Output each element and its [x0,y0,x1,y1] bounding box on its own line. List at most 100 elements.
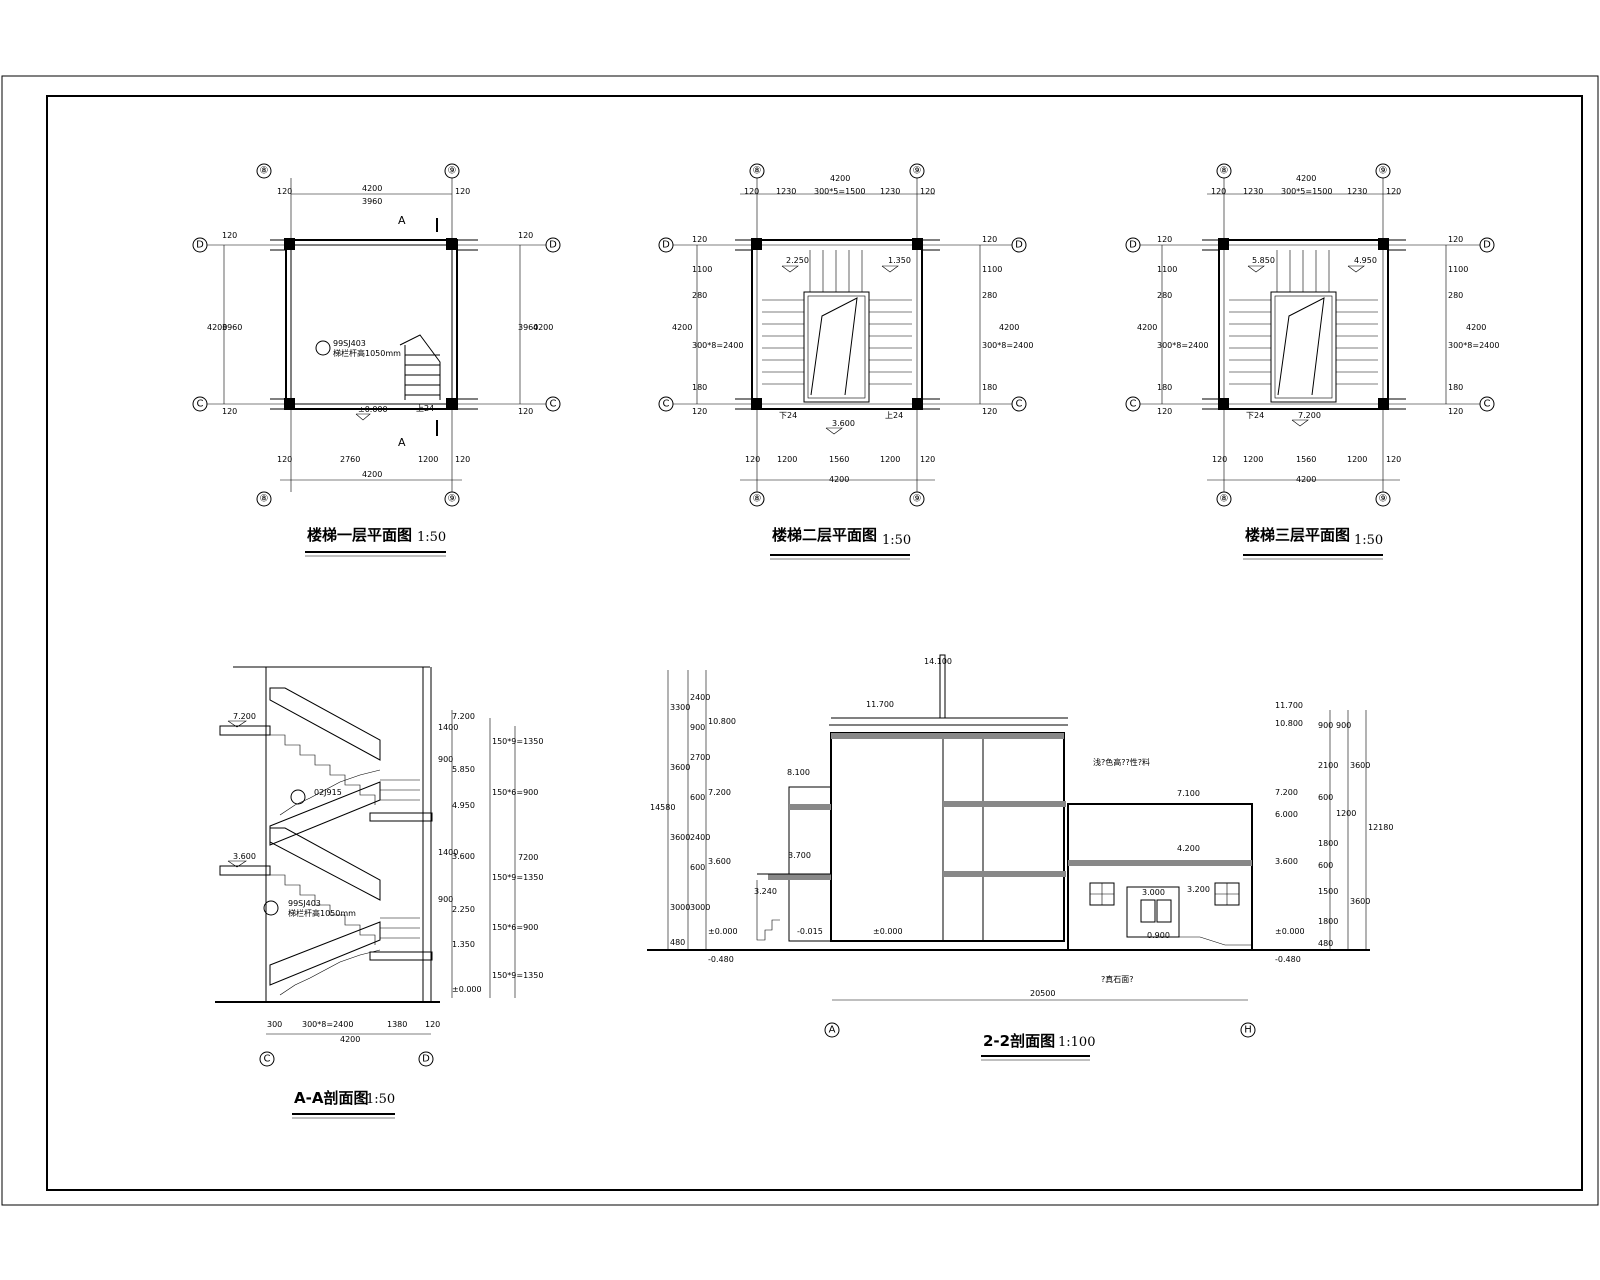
dr1: 900 [1318,721,1333,730]
dim-top-3: 300*5=1500 [1281,187,1332,196]
dl8: 2400 [690,833,710,842]
lb2: 11.700 [866,700,894,709]
axis-bottom-8: ⑧ [260,494,269,505]
stair-up: 上24 [885,411,903,420]
axis-top-9: ⑨ [448,166,457,177]
dim-top-4: 1230 [880,187,900,196]
lb8: 7.100 [1177,789,1200,798]
axis-bottom-9: ⑨ [448,494,457,505]
plan-3-scale: 1:50 [1354,533,1383,548]
plan-1-title: 楼梯一层平面图 [307,526,412,544]
section-22: 3300 2400 900 3600 2700 600 3600 2400 60… [647,654,1393,1061]
dim-r2: 900 [438,755,453,764]
dim-left-5: 180 [1157,383,1172,392]
dim-b4: 120 [425,1020,440,1029]
dl10: 3000 [670,903,690,912]
dim-right-2: 1100 [982,265,1002,274]
lr3: 7.200 [1275,788,1298,797]
dim-right-1: 120 [1448,235,1463,244]
lr6: ±0.000 [1275,927,1305,936]
level-right-7: ±0.000 [452,985,482,994]
dr2: 900 [1336,721,1351,730]
lr1: 11.700 [1275,701,1303,710]
level-left-1: 7.200 [233,712,256,721]
dl4: 3600 [670,763,690,772]
dim-r9: 150*9=1350 [492,971,543,980]
lr7: -0.480 [1275,955,1301,964]
level-right-1: 7.200 [452,712,475,721]
ll1: 10.800 [708,717,736,726]
lb7: ±0.000 [873,927,903,936]
dim-bottom-1: 120 [1212,455,1227,464]
dim-right-5: 180 [982,383,997,392]
axis-top-8: ⑧ [260,166,269,177]
ll4: ±0.000 [708,927,738,936]
dr5: 600 [1318,793,1333,802]
dim-left-1: 120 [692,235,707,244]
plan-1: ⑧ ⑨ ⑧ ⑨ D C D C 4200 120 3960 1 [192,163,561,557]
plan-2-title: 楼梯二层平面图 [772,526,877,544]
stair-down: 下24 [1246,411,1264,420]
dl6: 600 [690,793,705,802]
axis-bottom-9: ⑨ [913,494,922,505]
dr11: 3600 [1350,897,1370,906]
plan-2-scale: 1:50 [882,533,911,548]
dim-left-2: 1100 [692,265,712,274]
dl1: 3300 [670,703,690,712]
level-right-5: 2.250 [452,905,475,914]
dim-bottom-4: 120 [455,455,470,464]
ll3: 3.600 [708,857,731,866]
dim-right-4: 300*8=2400 [1448,341,1499,350]
dim-bottom-3: 1560 [829,455,849,464]
stair-down: 下24 [779,411,797,420]
section-mark-bottom: A [398,436,406,449]
section-aa-scale: 1:50 [366,1092,395,1107]
dim-left-3: 120 [222,407,237,416]
dim-r8: 150*6=900 [492,923,538,932]
plan-3-title: 楼梯三层平面图 [1245,526,1350,544]
dim-top-5: 120 [1386,187,1401,196]
plan-2: ⑧ ⑨ ⑧ ⑨ D C D C [658,163,1033,560]
dl11: 3000 [690,903,710,912]
dim-top-2: 1230 [776,187,796,196]
axis-left-c: C [663,399,670,410]
dl9: 600 [690,863,705,872]
dim-right-4: 300*8=2400 [982,341,1033,350]
dim-top-1: 120 [277,187,292,196]
lb3: 8.100 [787,768,810,777]
level-1: 2.250 [786,256,809,265]
dr12: 480 [1318,939,1333,948]
dr6: 1200 [1336,809,1356,818]
dim-top-overall: 4200 [830,174,850,183]
level-right-4: 3.600 [452,852,475,861]
dim-left-4: 300*8=2400 [692,341,743,350]
dim-left-3: 280 [1157,291,1172,300]
stair-up: 上24 [416,404,434,413]
axis-right-c: C [550,399,557,410]
dr10: 1800 [1318,917,1338,926]
axis-left-d: D [662,240,670,251]
dl3: 900 [690,723,705,732]
dim-left-5: 180 [692,383,707,392]
section-22-scale: 1:100 [1058,1035,1095,1050]
dim-left-6: 120 [1157,407,1172,416]
axis-c: C [264,1054,271,1065]
lb9: 4.200 [1177,844,1200,853]
dim-r3: 150*9=1350 [492,737,543,746]
dr9: 1500 [1318,887,1338,896]
dim-top-3: 300*5=1500 [814,187,865,196]
dr3: 2100 [1318,761,1338,770]
dim-r4: 150*6=900 [492,788,538,797]
lr5: 3.600 [1275,857,1298,866]
dim-b3: 1380 [387,1020,407,1029]
overall-dim: 20500 [1030,989,1055,998]
dim-bottom-1: 120 [745,455,760,464]
level-2: 4.950 [1354,256,1377,265]
axis-top-8: ⑧ [753,166,762,177]
dim-bottom-3: 1560 [1296,455,1316,464]
dim-bottom-4: 1200 [880,455,900,464]
dim-right-2: 1100 [1448,265,1468,274]
dim-right-2: 3960 [518,323,538,332]
dim-right-3: 280 [1448,291,1463,300]
lb6: -0.015 [797,927,823,936]
